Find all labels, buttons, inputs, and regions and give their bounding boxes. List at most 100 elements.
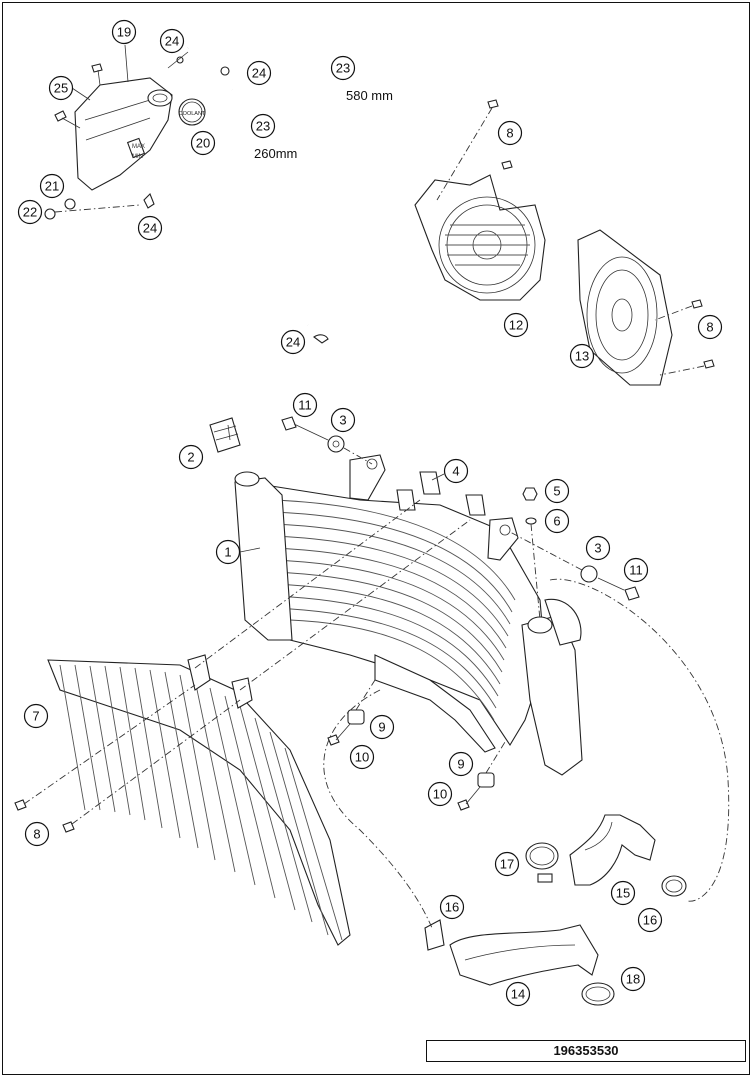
hose-route-line-2 xyxy=(323,689,433,929)
hose-14 xyxy=(449,924,599,986)
svg-text:16: 16 xyxy=(643,913,657,928)
clamp-16-left xyxy=(424,919,445,951)
grille-screws-8 xyxy=(14,684,241,833)
clamp-24-a xyxy=(167,51,189,69)
svg-text:4: 4 xyxy=(452,464,459,479)
hose-15 xyxy=(569,814,656,886)
screw-25 xyxy=(54,110,81,129)
mount-9-a xyxy=(347,679,376,725)
callout-17: 17 xyxy=(494,851,520,877)
tank-min-mark: MIN xyxy=(132,154,143,160)
svg-text:10: 10 xyxy=(433,787,447,802)
bolt-11-left xyxy=(281,416,329,441)
svg-text:13: 13 xyxy=(575,349,589,364)
callout-25: 25 xyxy=(48,75,74,101)
callout-3: 3 xyxy=(585,535,611,561)
radiator-brackets-4 xyxy=(349,454,519,561)
callout-14: 14 xyxy=(505,981,531,1007)
fan-screws-8 xyxy=(436,99,715,376)
callouts: 19 24 24 23 25 20 23 21 22 24 24 8 12 8 … xyxy=(17,19,723,1007)
callout-8: 8 xyxy=(497,120,523,146)
clamp-17 xyxy=(525,842,559,883)
radiator-grille-7 xyxy=(47,499,471,946)
callout-23: 23 xyxy=(330,55,356,81)
nut-5 xyxy=(522,487,538,501)
dimension-580mm: 580 mm xyxy=(346,88,393,103)
svg-text:8: 8 xyxy=(506,126,513,141)
svg-text:23: 23 xyxy=(336,61,350,76)
callout-3: 3 xyxy=(330,407,356,433)
callout-18: 18 xyxy=(620,966,646,992)
callout-2: 2 xyxy=(178,444,204,470)
callout-24: 24 xyxy=(246,60,272,86)
svg-text:5: 5 xyxy=(553,484,560,499)
svg-text:19: 19 xyxy=(117,25,131,40)
callout-13: 13 xyxy=(569,343,595,369)
radiator-cap-2 xyxy=(209,417,241,453)
svg-text:6: 6 xyxy=(553,514,560,529)
callout-19: 19 xyxy=(111,19,137,45)
callout-7: 7 xyxy=(23,703,49,729)
grommet-3-left xyxy=(327,435,373,465)
callout-22: 22 xyxy=(17,199,43,225)
svg-text:24: 24 xyxy=(165,34,179,49)
svg-text:18: 18 xyxy=(626,972,640,987)
clamp-16-right xyxy=(661,875,687,897)
callout-12: 12 xyxy=(503,312,529,338)
fan-13 xyxy=(577,229,673,386)
svg-text:16: 16 xyxy=(445,900,459,915)
callout-5: 5 xyxy=(544,478,570,504)
svg-text:1: 1 xyxy=(224,545,231,560)
callout-9: 9 xyxy=(448,751,474,777)
radiator-1 xyxy=(234,471,583,776)
callout-24: 24 xyxy=(280,329,306,355)
screw-top xyxy=(91,63,103,86)
dimension-260mm: 260mm xyxy=(254,146,297,161)
callout-23: 23 xyxy=(250,113,276,139)
svg-text:21: 21 xyxy=(45,179,59,194)
callout-20: 20 xyxy=(190,130,216,156)
svg-text:8: 8 xyxy=(706,320,713,335)
callout-11: 11 xyxy=(292,392,318,418)
mount-9-b xyxy=(477,741,506,788)
callout-10: 10 xyxy=(349,744,375,770)
clamp-24-c xyxy=(143,193,155,209)
svg-text:20: 20 xyxy=(196,136,210,151)
svg-text:8: 8 xyxy=(33,827,40,842)
washer-21 xyxy=(64,198,76,210)
callout-4: 4 xyxy=(443,458,469,484)
diagram-number: 196353530 xyxy=(426,1040,746,1062)
hose-580mm-inner xyxy=(186,28,352,326)
callout-8: 8 xyxy=(697,314,723,340)
svg-text:3: 3 xyxy=(594,541,601,556)
svg-text:12: 12 xyxy=(509,318,523,333)
clamp-24-b xyxy=(220,66,230,76)
grille-louvers xyxy=(59,664,343,941)
screw-22 xyxy=(44,204,141,220)
clamp-24-d xyxy=(313,334,329,344)
svg-text:10: 10 xyxy=(355,750,369,765)
svg-text:2: 2 xyxy=(187,450,194,465)
svg-text:7: 7 xyxy=(32,709,39,724)
callout-24: 24 xyxy=(137,215,163,241)
callout-1: 1 xyxy=(215,539,241,565)
coolant-cap-20: COOLANT xyxy=(178,98,206,126)
callout-24: 24 xyxy=(159,28,185,54)
svg-text:11: 11 xyxy=(629,563,643,578)
bolt-11-right xyxy=(597,577,640,601)
svg-text:24: 24 xyxy=(252,66,266,81)
expansion-tank: MAX MIN xyxy=(74,77,173,191)
leader-lines xyxy=(71,44,445,553)
tank-max-mark: MAX xyxy=(132,144,145,150)
svg-text:9: 9 xyxy=(457,757,464,772)
callout-8: 8 xyxy=(24,821,50,847)
callout-15: 15 xyxy=(610,880,636,906)
callout-9: 9 xyxy=(369,714,395,740)
fan-12 xyxy=(414,174,546,301)
callout-16: 16 xyxy=(439,894,465,920)
svg-text:22: 22 xyxy=(23,205,37,220)
callout-6: 6 xyxy=(544,508,570,534)
svg-text:25: 25 xyxy=(54,81,68,96)
lower-pipes xyxy=(374,654,496,753)
